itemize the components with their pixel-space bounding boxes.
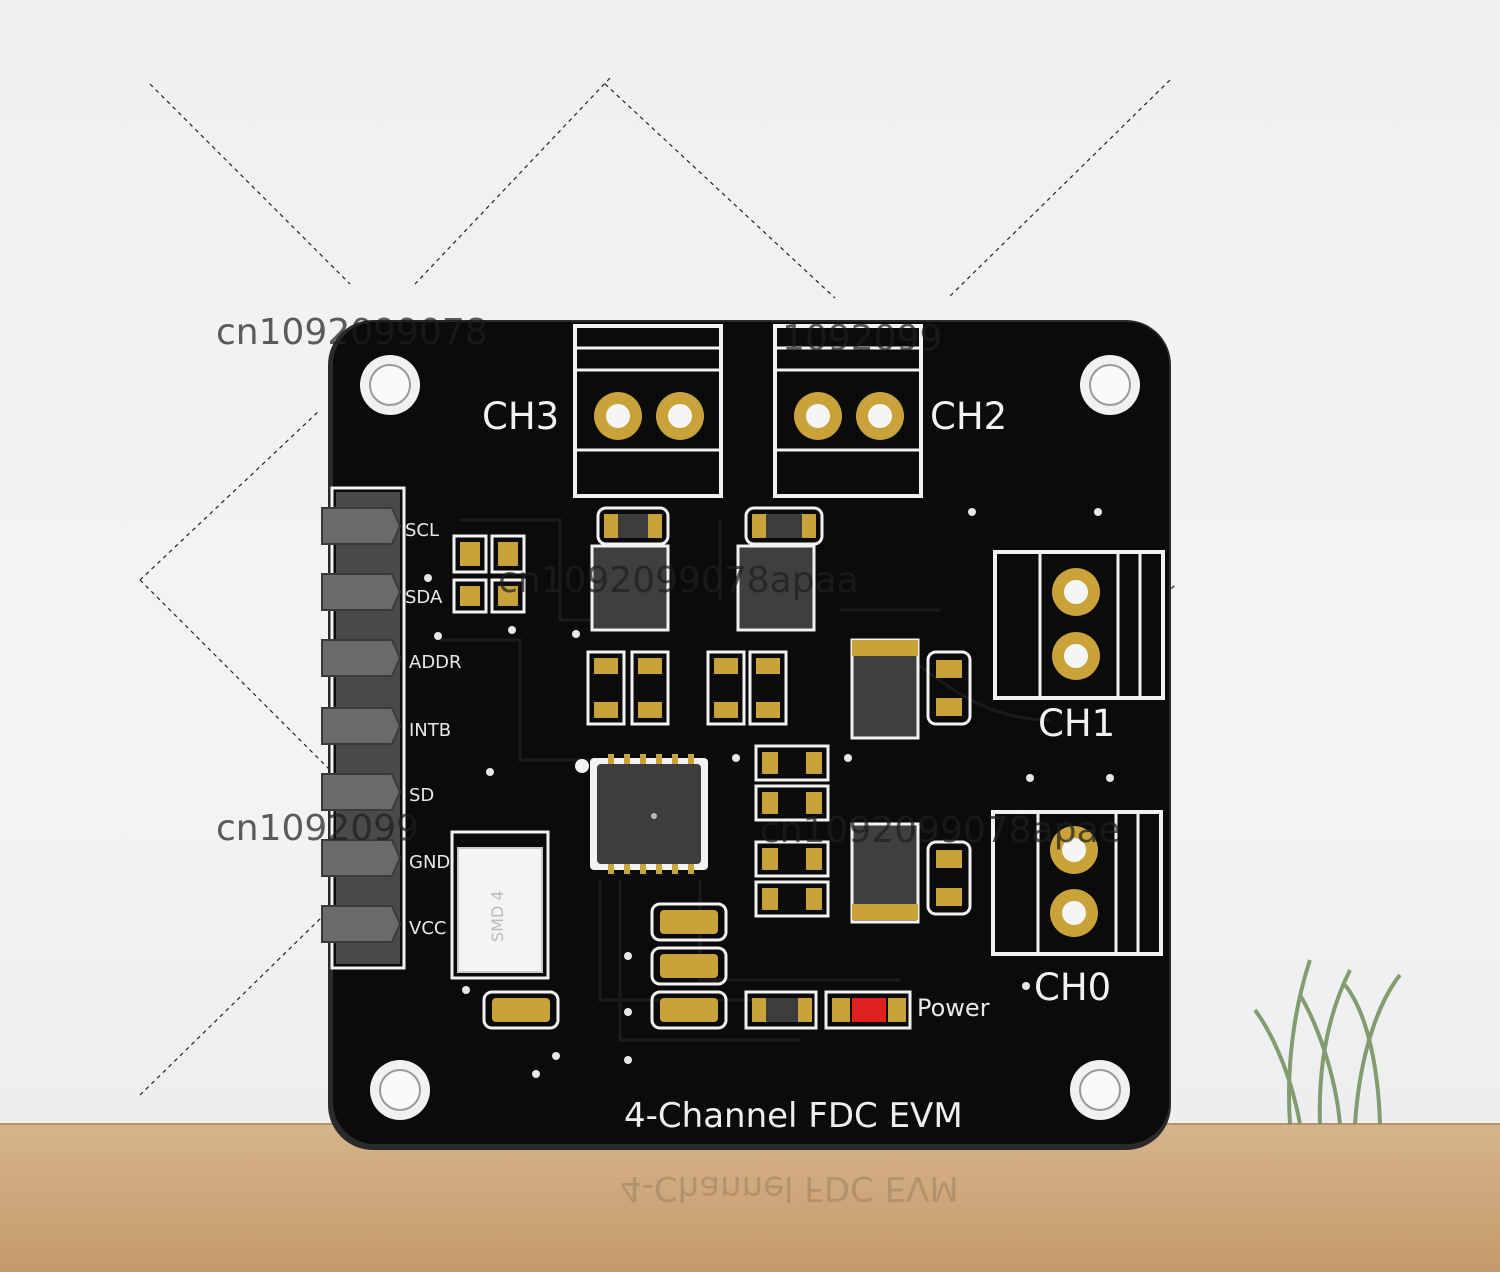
plant (1253, 959, 1402, 1125)
pin-label-intb: INTB (409, 720, 452, 741)
smd-components (452, 506, 972, 1030)
fdc-ic (575, 754, 708, 874)
pin-label-addr: ADDR (409, 652, 462, 673)
terminal-ch1 (993, 550, 1165, 700)
crystal-oscillator (450, 830, 550, 980)
board-title: 4-Channel FDC EVM (624, 1096, 963, 1136)
mounting-holes (360, 355, 1140, 1120)
board-title-reflection: 4-Channel FDC EVM (620, 1168, 959, 1208)
watermark-text: cn1092099078apae (760, 810, 1121, 851)
crystal-label: SMD 4 (488, 890, 507, 942)
terminal-ch2 (773, 324, 923, 498)
watermark-text: cn1092099078 (216, 312, 488, 353)
ch0-label: CH0 (1034, 966, 1112, 1009)
terminal-ch0 (991, 810, 1163, 956)
watermark-text: cn1092099078apaa (498, 560, 859, 601)
watermark-text: cn1092099 (216, 808, 419, 849)
pin-header (321, 486, 406, 970)
pin-label-vcc: VCC (409, 918, 447, 939)
pin-label-sda: SDA (405, 587, 443, 608)
pin-label-sd: SD (409, 785, 435, 806)
pin-label-gnd: GND (409, 852, 451, 873)
pin-label-scl: SCL (405, 520, 440, 541)
power-label: Power (917, 994, 990, 1022)
ch1-label: CH1 (1038, 702, 1116, 745)
watermark-text: 1092099 (782, 318, 943, 359)
power-led (852, 998, 886, 1022)
gold-pads (460, 514, 962, 1022)
ch3-label: CH3 (482, 395, 560, 438)
vias (424, 508, 1114, 1078)
terminal-ch3 (573, 324, 723, 498)
ch2-label: CH2 (930, 395, 1008, 438)
